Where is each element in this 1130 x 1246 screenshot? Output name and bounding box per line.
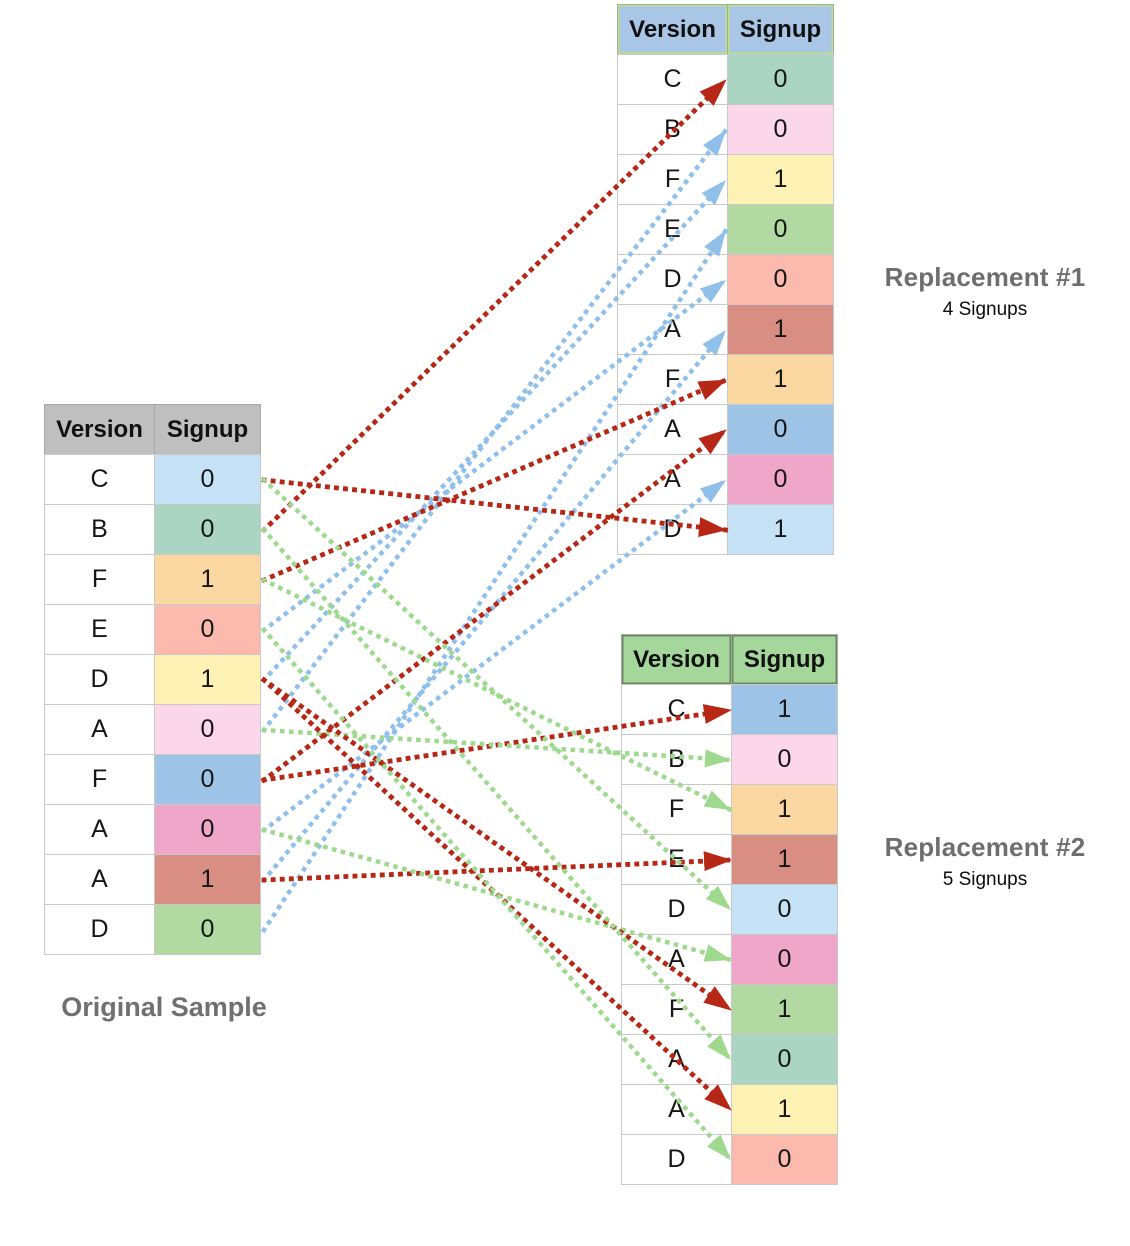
signup-cell: 0 — [154, 904, 261, 955]
version-column-header: Version — [44, 404, 155, 455]
version-cell: C — [44, 454, 155, 505]
signup-cell: 0 — [727, 454, 834, 505]
signup-cell: 0 — [731, 884, 838, 935]
signup-column-header: Signup — [731, 634, 838, 685]
signup-cell: 0 — [154, 754, 261, 805]
version-cell: C — [617, 54, 728, 105]
replacement-1-title: Replacement #1 — [884, 262, 1086, 292]
signup-cell: 0 — [154, 504, 261, 555]
signup-column-header: Signup — [154, 404, 261, 455]
signup-cell: 0 — [731, 734, 838, 785]
version-cell: D — [44, 904, 155, 955]
version-cell: F — [44, 554, 155, 605]
version-cell: F — [617, 154, 728, 205]
signup-cell: 1 — [727, 354, 834, 405]
version-cell: A — [617, 304, 728, 355]
signup-cell: 0 — [154, 804, 261, 855]
signup-cell: 0 — [727, 404, 834, 455]
version-cell: F — [621, 984, 732, 1035]
version-cell: B — [44, 504, 155, 555]
signup-cell: 1 — [731, 834, 838, 885]
version-cell: A — [617, 404, 728, 455]
version-cell: A — [44, 804, 155, 855]
signup-cell: 1 — [727, 504, 834, 555]
version-cell: D — [621, 1134, 732, 1185]
version-column-header: Version — [621, 634, 732, 685]
signup-cell: 0 — [154, 604, 261, 655]
signup-cell: 0 — [154, 454, 261, 505]
signup-cell: 1 — [154, 654, 261, 705]
original-sample-label: Original Sample — [61, 992, 267, 1022]
replacement-2-title: Replacement #2 — [884, 832, 1086, 862]
signup-column-header: Signup — [727, 4, 834, 55]
version-cell: B — [617, 104, 728, 155]
version-cell: C — [621, 684, 732, 735]
version-cell: A — [621, 934, 732, 985]
signup-cell: 1 — [727, 304, 834, 355]
signup-cell: 0 — [727, 104, 834, 155]
signup-cell: 1 — [731, 784, 838, 835]
signup-cell: 0 — [727, 254, 834, 305]
version-cell: D — [621, 884, 732, 935]
version-cell: E — [44, 604, 155, 655]
signup-cell: 0 — [731, 934, 838, 985]
signup-cell: 0 — [731, 1034, 838, 1085]
version-cell: D — [44, 654, 155, 705]
version-cell: A — [621, 1084, 732, 1135]
version-cell: F — [44, 754, 155, 805]
version-cell: A — [621, 1034, 732, 1085]
signup-cell: 1 — [154, 554, 261, 605]
version-cell: A — [617, 454, 728, 505]
version-cell: A — [44, 854, 155, 905]
signup-cell: 1 — [154, 854, 261, 905]
version-cell: D — [617, 254, 728, 305]
signup-cell: 1 — [731, 684, 838, 735]
replacement-1-label: Replacement #1 4 Signups — [860, 262, 1110, 321]
version-cell: F — [621, 784, 732, 835]
signup-cell: 0 — [727, 54, 834, 105]
version-cell: D — [617, 504, 728, 555]
version-column-header: Version — [617, 4, 728, 55]
version-cell: E — [617, 204, 728, 255]
signup-cell: 0 — [727, 204, 834, 255]
signup-cell: 1 — [727, 154, 834, 205]
replacement-1-signup-count: 4 Signups — [942, 299, 1028, 320]
signup-cell: 0 — [731, 1134, 838, 1185]
signup-cell: 1 — [731, 984, 838, 1035]
version-cell: B — [621, 734, 732, 785]
replacement-2-signup-count: 5 Signups — [942, 869, 1028, 890]
signup-cell: 0 — [154, 704, 261, 755]
replacement-2-label: Replacement #2 5 Signups — [860, 832, 1110, 891]
version-cell: A — [44, 704, 155, 755]
signup-cell: 1 — [731, 1084, 838, 1135]
version-cell: E — [621, 834, 732, 885]
version-cell: F — [617, 354, 728, 405]
